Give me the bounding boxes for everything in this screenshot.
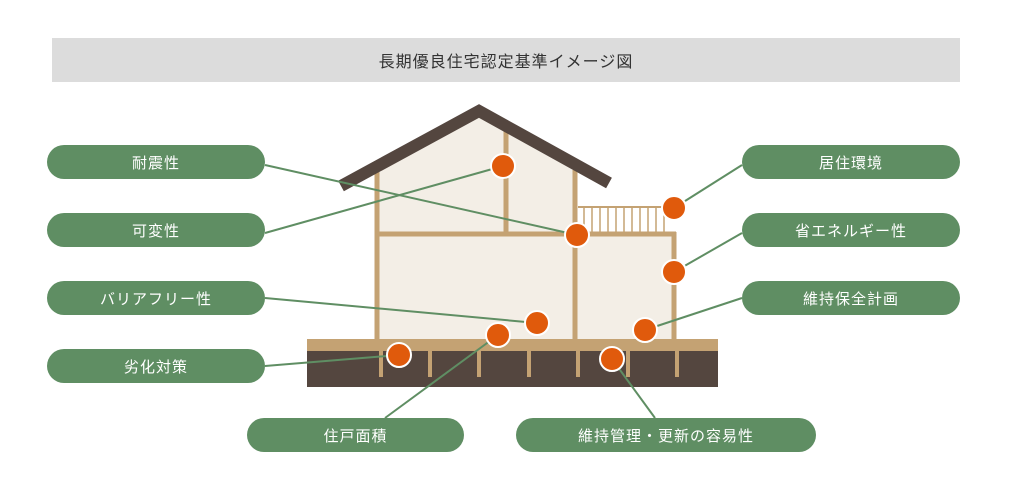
diagram-title: 長期優良住宅認定基準イメージ図 bbox=[52, 38, 960, 82]
foundation-posts bbox=[379, 351, 679, 377]
label-hozen: 維持保全計画 bbox=[742, 281, 960, 315]
dot-kyoju bbox=[661, 195, 687, 221]
dot-rekka bbox=[386, 342, 412, 368]
label-barrier-free: バリアフリー性 bbox=[47, 281, 265, 315]
house-wall bbox=[377, 116, 674, 340]
dot-kahen bbox=[490, 153, 516, 179]
line-hozen bbox=[644, 297, 743, 331]
label-taishin: 耐震性 bbox=[47, 145, 265, 179]
line-taishin bbox=[264, 164, 578, 236]
marker-dots bbox=[386, 153, 687, 372]
label-kahen: 可変性 bbox=[47, 213, 265, 247]
label-kanri: 維持管理・更新の容易性 bbox=[516, 418, 816, 452]
foundation-sill bbox=[307, 339, 718, 352]
dot-menseki bbox=[485, 322, 511, 348]
label-rekka: 劣化対策 bbox=[47, 349, 265, 383]
dot-hozen bbox=[632, 317, 658, 343]
label-shoene: 省エネルギー性 bbox=[742, 213, 960, 247]
line-shoene bbox=[673, 232, 743, 273]
dot-kanri bbox=[599, 346, 625, 372]
label-kyoju: 居住環境 bbox=[742, 145, 960, 179]
line-menseki bbox=[384, 334, 499, 419]
leader-lines bbox=[264, 164, 743, 419]
balcony-railing bbox=[578, 206, 672, 233]
foundation bbox=[307, 351, 718, 387]
line-barrier-free bbox=[264, 297, 538, 324]
dot-taishin bbox=[564, 222, 590, 248]
dot-barrier-free bbox=[524, 310, 550, 336]
line-kahen bbox=[264, 165, 504, 234]
roof bbox=[338, 104, 612, 192]
dot-shoene bbox=[661, 259, 687, 285]
line-rekka bbox=[264, 354, 400, 367]
house-frame bbox=[374, 128, 677, 341]
line-kyoju bbox=[673, 164, 743, 209]
house bbox=[307, 104, 718, 387]
label-menseki: 住戸面積 bbox=[247, 418, 464, 452]
